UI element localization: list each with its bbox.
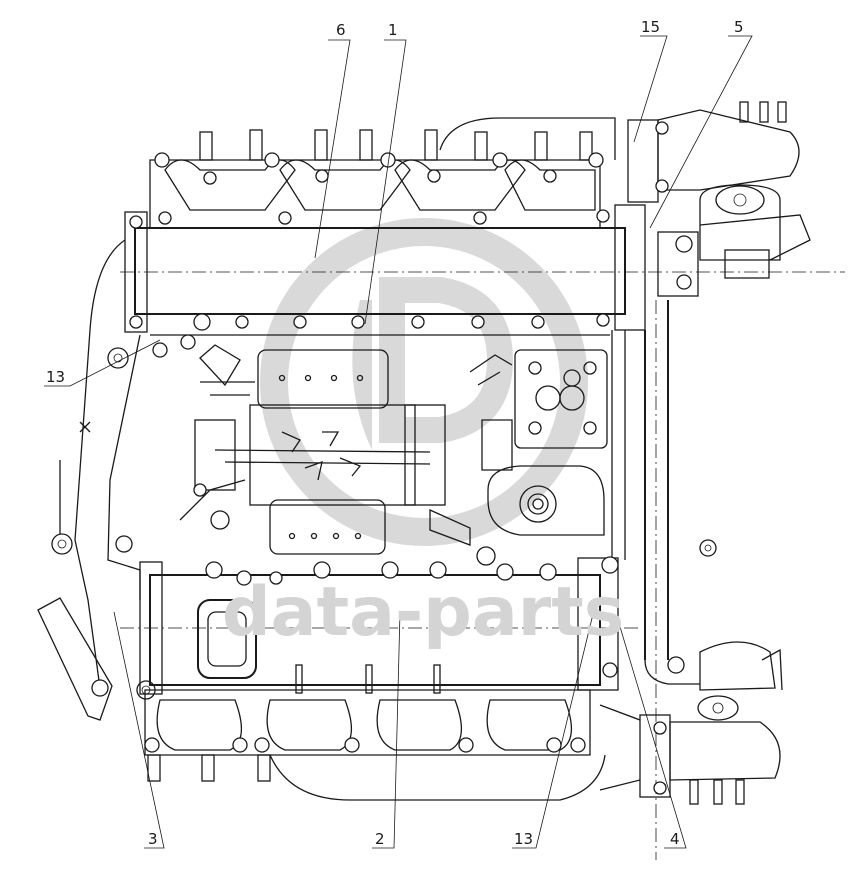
callout-5: 5 xyxy=(734,18,744,36)
turbocharger-lower xyxy=(599,641,783,805)
coolant-pipe-right xyxy=(644,300,717,860)
callout-6: 6 xyxy=(336,21,346,39)
left-frame xyxy=(37,239,196,721)
callout-3: 3 xyxy=(148,830,158,848)
lower-cylinder-head xyxy=(144,664,606,801)
callout-2: 2 xyxy=(375,830,385,848)
upper-cylinder-head xyxy=(149,117,616,229)
callout-13-left: 13 xyxy=(46,368,65,386)
watermark-logo xyxy=(260,218,588,546)
intake-manifold-lower xyxy=(120,556,640,695)
turbocharger-upper xyxy=(627,101,811,297)
watermark-text: data-parts xyxy=(222,573,624,652)
leader-lines xyxy=(44,35,753,849)
accessory-housing xyxy=(429,330,626,566)
callout-13-bottom: 13 xyxy=(514,830,533,848)
callout-15: 15 xyxy=(641,18,660,36)
fuel-injection-pump xyxy=(179,344,446,555)
callout-4: 4 xyxy=(670,830,680,848)
intake-manifold-upper xyxy=(120,204,845,336)
callout-1: 1 xyxy=(388,21,398,39)
